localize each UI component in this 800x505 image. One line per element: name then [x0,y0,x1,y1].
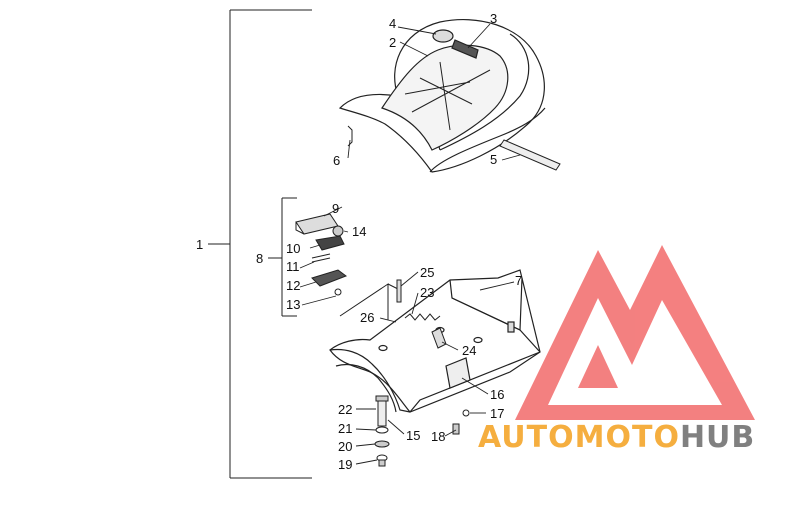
callout-4: 4 [389,16,396,31]
callout-14: 14 [352,224,366,239]
strap-part [499,139,561,171]
callout-2: 2 [389,35,396,50]
watermark-auto: AUTO [478,420,575,455]
watermark-inner-mark [578,345,618,388]
watermark-hub: HUB [680,420,755,455]
callout-labels: 1 2 3 4 5 6 7 8 9 10 11 12 13 14 15 16 1… [196,11,522,472]
bolt-25 [396,279,402,303]
callout-24: 24 [462,343,476,358]
callout-18: 18 [431,429,445,444]
callout-26: 26 [360,310,374,325]
callout-17: 17 [490,406,504,421]
callout-12: 12 [286,278,300,293]
callout-16: 16 [490,387,504,402]
callout-7: 7 [515,273,522,288]
callout-5: 5 [490,152,497,167]
watermark-text: AUTOMOTOHUB [478,420,755,455]
callout-10: 10 [286,241,300,256]
latch-bracket [268,197,297,317]
callout-23: 23 [420,285,434,300]
callout-19: 19 [338,457,352,472]
watermark-triangle [515,245,755,420]
leader-lines [299,23,521,465]
assembly-bracket [208,9,312,479]
callout-6: 6 [333,153,340,168]
watermark-moto: MOTO [575,420,680,455]
callout-8: 8 [256,251,263,266]
callout-20: 20 [338,439,352,454]
callout-25: 25 [420,265,434,280]
callout-13: 13 [286,297,300,312]
callout-22: 22 [338,402,352,417]
callout-9: 9 [332,201,339,216]
callout-1: 1 [196,237,203,252]
spring [404,313,441,321]
callout-15: 15 [406,428,420,443]
hardware-stack [374,395,470,467]
automotohub-watermark: AUTOMOTOHUB [478,245,755,455]
latch-parts [295,213,348,296]
callout-11: 11 [286,259,300,274]
callout-3: 3 [490,11,497,26]
seat-cover [338,19,546,173]
callout-21: 21 [338,421,352,436]
